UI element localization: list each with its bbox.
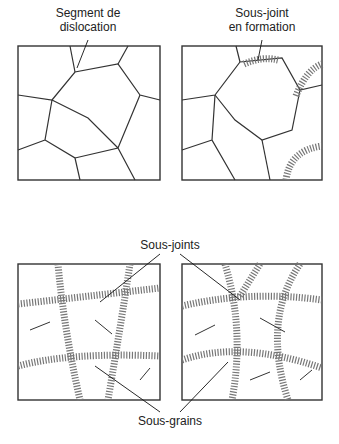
part-label: Segment de dislocation [55,6,121,34]
sub-boundary-band [18,59,322,400]
dislocation-network [18,46,322,400]
leader-line [77,40,262,412]
part-label: Sous-joints [140,238,199,252]
part-label: Sous-joint en formation [228,6,296,34]
stray-dislocations [30,318,312,380]
part-label: Sous-grains [138,414,202,428]
